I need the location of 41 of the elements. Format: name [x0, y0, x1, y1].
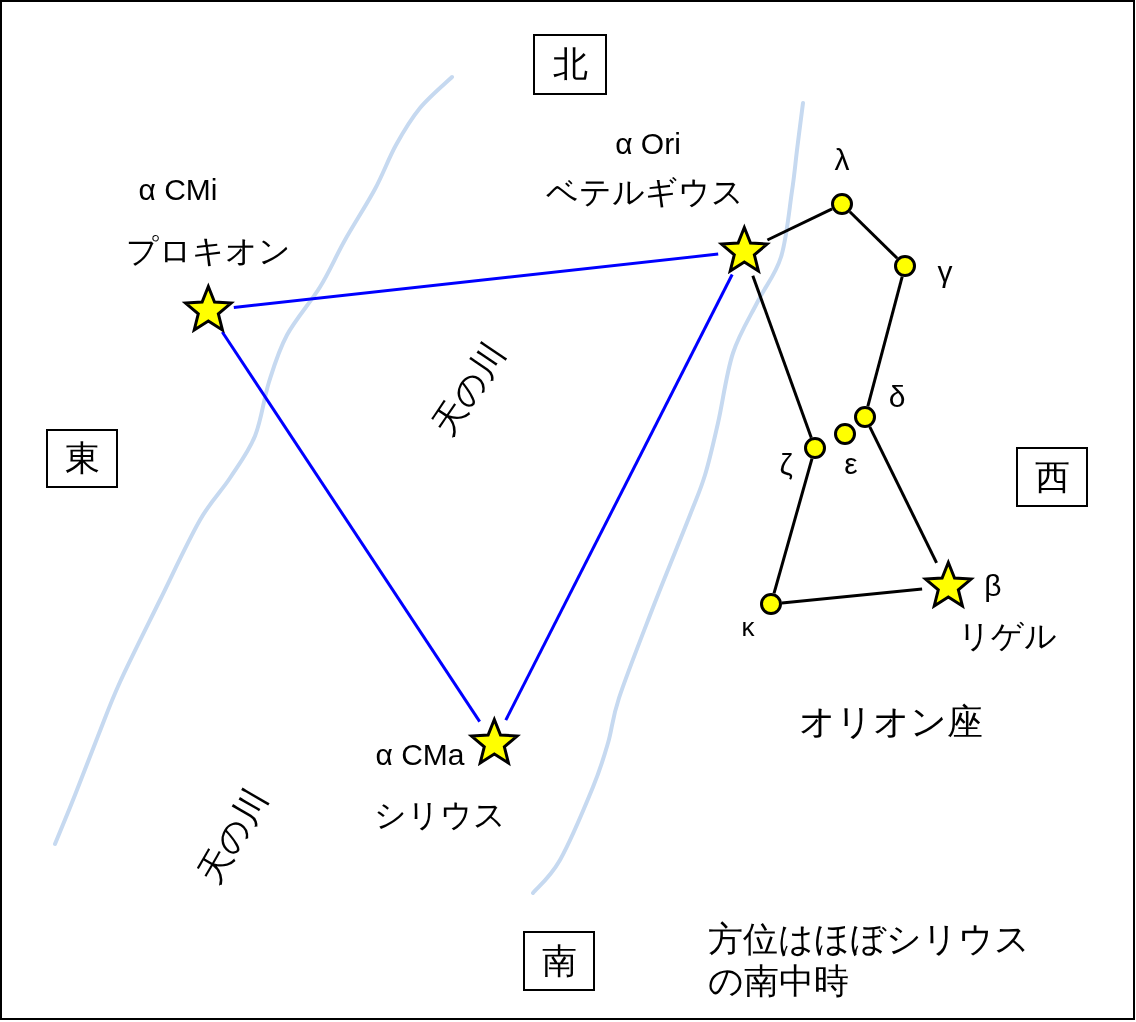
star-label: シリウス: [374, 796, 506, 834]
dot-symbol: [804, 437, 826, 459]
connector-line: [848, 210, 899, 260]
connector-line: [866, 276, 904, 407]
star-symbol: [923, 560, 973, 608]
dot-symbol: [834, 423, 856, 445]
note-text: 方位はほぼシリウスの南中時: [708, 918, 1031, 1002]
connector-line: [766, 207, 833, 242]
star-symbol: [719, 225, 769, 273]
star-label: λ: [834, 142, 850, 178]
star-label: α CMi: [138, 172, 218, 208]
star-symbol: [183, 284, 233, 332]
star-label: δ: [888, 379, 906, 415]
star-label: ζ: [779, 447, 793, 483]
dot-symbol: [894, 255, 916, 277]
dot-symbol: [831, 193, 853, 215]
star-label: プロキオン: [125, 232, 291, 270]
star-label: γ: [937, 254, 953, 290]
connector-line: [868, 426, 938, 564]
star-symbol: [469, 717, 519, 765]
rotated-label: 天の川: [190, 781, 276, 891]
star-label: ε: [844, 446, 858, 482]
connector-line: [772, 458, 814, 594]
direction-box: 西: [1016, 447, 1088, 507]
dot-symbol: [760, 593, 782, 615]
rotated-label: 天の川: [424, 335, 514, 443]
connector-line: [781, 587, 923, 605]
direction-box: 北: [533, 33, 607, 95]
connector-line: [504, 273, 734, 721]
star-label: β: [984, 568, 1002, 604]
connector-line: [233, 252, 719, 309]
star-label: κ: [741, 613, 755, 643]
star-label: α Ori: [615, 126, 681, 162]
dot-symbol: [854, 406, 876, 428]
constellation-label: オリオン座: [799, 701, 983, 743]
star-label: α CMa: [375, 737, 465, 773]
direction-box: 南: [523, 931, 595, 991]
star-label: リゲル: [957, 617, 1057, 655]
connector-line: [751, 275, 813, 439]
direction-box: 東: [46, 428, 118, 488]
star-label: ベテルギウス: [546, 173, 744, 211]
